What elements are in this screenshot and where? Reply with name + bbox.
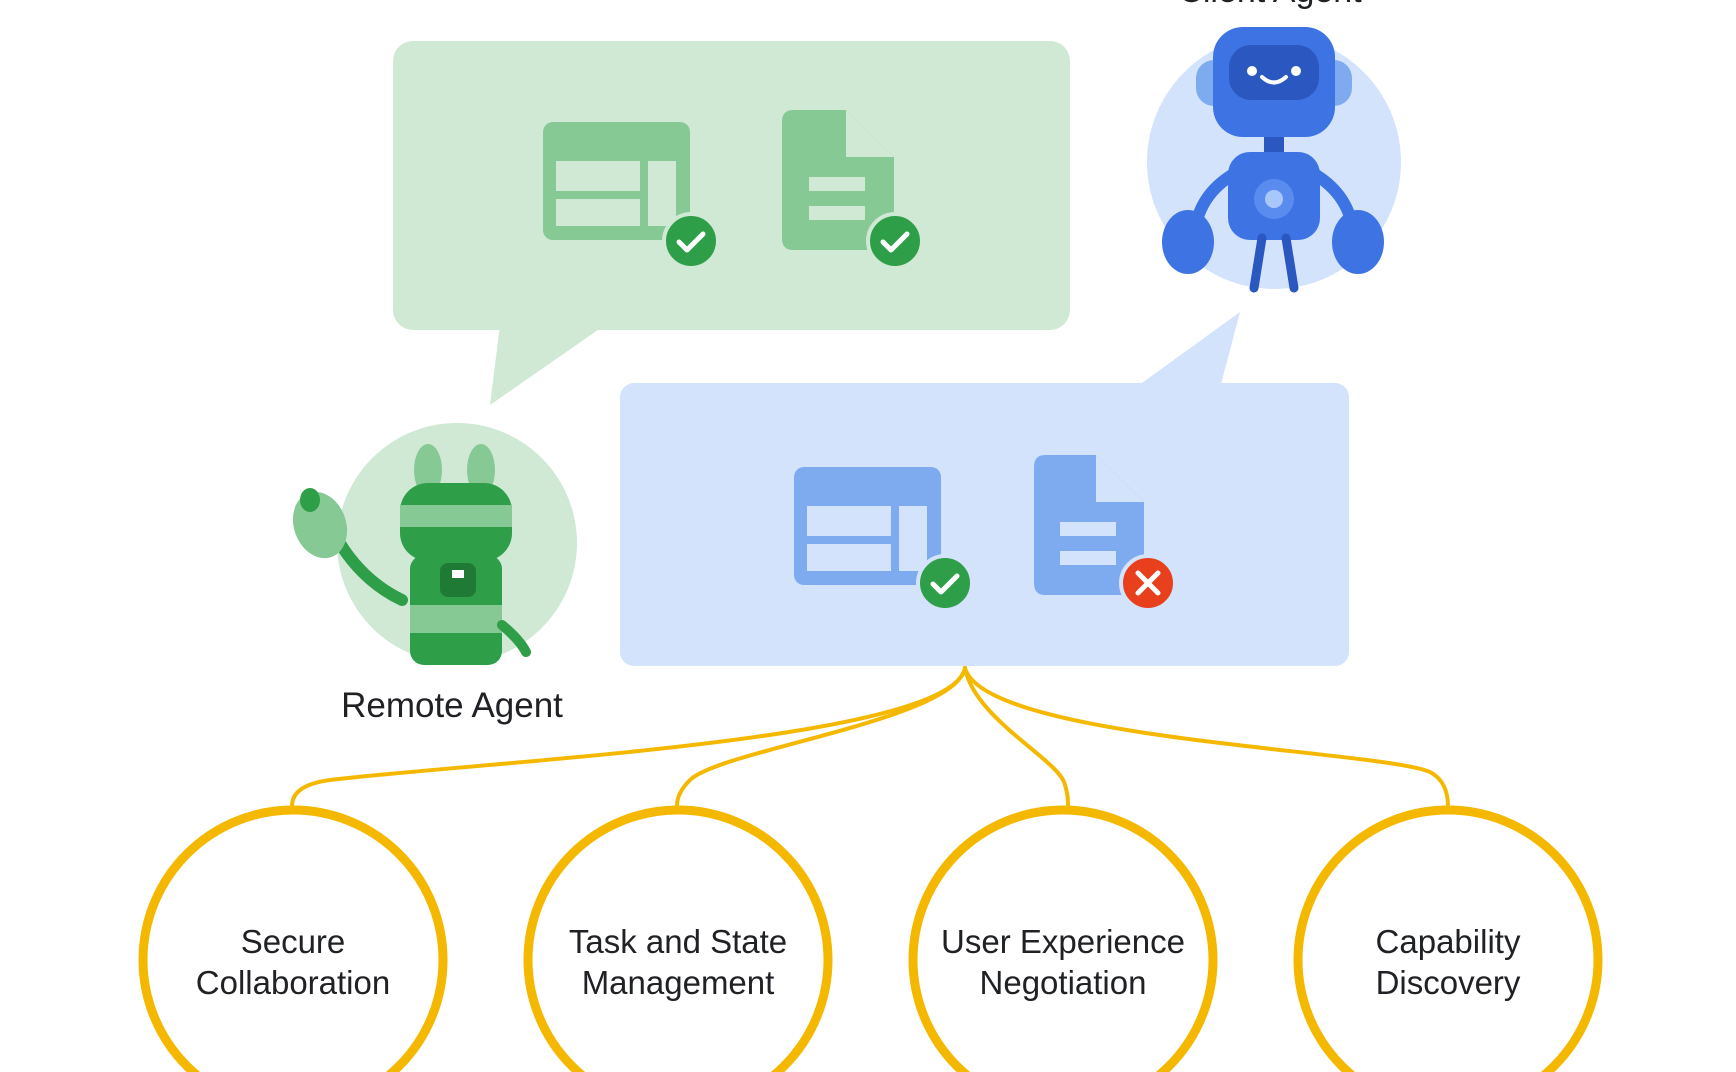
document-icon — [782, 110, 894, 250]
top-speech-bubble — [393, 41, 1070, 405]
remote-agent-avatar — [292, 423, 577, 665]
client-agent-avatar — [1147, 27, 1401, 293]
capability-label-line2: Negotiation — [980, 964, 1147, 1001]
capability-label-line2: Collaboration — [196, 964, 390, 1001]
document-icon — [1034, 455, 1144, 595]
capability-label-line1: User Experience — [941, 923, 1185, 960]
connector-lines — [290, 666, 1450, 808]
table-icon — [794, 467, 941, 585]
capability-label-line1: Capability — [1376, 923, 1521, 960]
remote-agent-label: Remote Agent — [341, 686, 563, 725]
capability-label-line1: Task and State — [569, 923, 787, 960]
client-agent-label: Client Agent — [1178, 0, 1362, 10]
check-icon — [916, 554, 974, 612]
capability-label-line2: Management — [582, 964, 775, 1001]
cross-icon — [1119, 554, 1177, 612]
capability-node: Secure Collaboration — [138, 805, 448, 1072]
check-icon — [866, 212, 924, 270]
check-icon — [662, 212, 720, 270]
capability-node: User Experience Negotiation — [908, 805, 1218, 1072]
capability-label-line2: Discovery — [1376, 964, 1521, 1001]
capability-label-line1: Secure — [241, 923, 346, 960]
capability-node: Task and State Management — [523, 805, 833, 1072]
bottom-speech-bubble — [620, 312, 1349, 666]
capability-node: Capability Discovery — [1293, 805, 1603, 1072]
table-icon — [543, 122, 690, 240]
